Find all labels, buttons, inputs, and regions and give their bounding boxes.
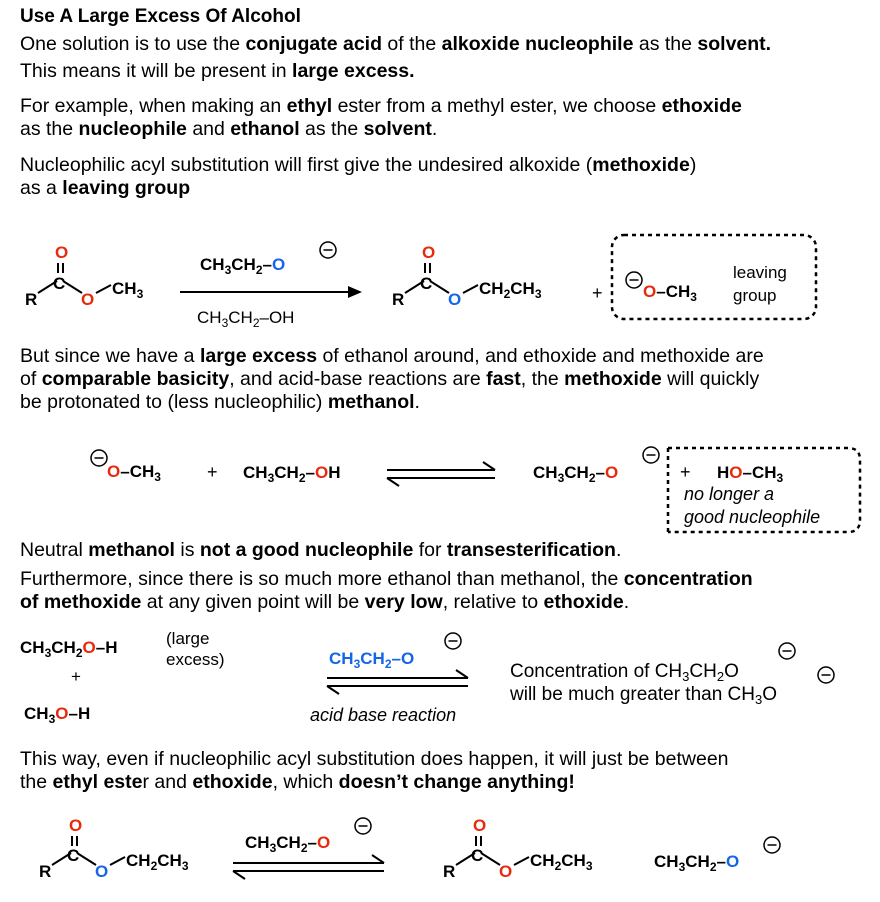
- ethyl-ester-reactant: O C R O CH2CH3: [39, 816, 189, 881]
- svg-text:C: C: [67, 846, 79, 865]
- svg-text:R: R: [443, 862, 455, 881]
- reaction-arrow-1: [180, 286, 362, 298]
- equilibrium-arrows-3: [232, 854, 385, 880]
- svg-text:CH3CH2–O: CH3CH2–O: [329, 649, 414, 671]
- paragraph-substitution: Nucleophilic acyl substitution will firs…: [20, 154, 697, 199]
- svg-text:will be much greater than CH3O: will be much greater than CH3O: [509, 684, 777, 707]
- large-label: (large: [166, 629, 209, 648]
- svg-text:O: O: [422, 243, 435, 262]
- svg-text:O: O: [69, 816, 82, 835]
- svg-text:R: R: [39, 862, 51, 881]
- plus-sign-3: +: [71, 667, 81, 686]
- svg-text:O: O: [473, 816, 486, 835]
- paragraph-conclusion: This way, even if nucleophilic acyl subs…: [20, 748, 729, 793]
- paragraph-example: For example, when making an ethyl ester …: [20, 95, 742, 140]
- ethoxide-product: CH3CH2–O: [533, 446, 660, 485]
- svg-text:group: group: [733, 286, 776, 305]
- paragraph-protonation: But since we have a large excess of etha…: [20, 345, 764, 413]
- ethoxide-product-2: CH3CH2–O: [654, 836, 781, 874]
- svg-text:C: C: [53, 274, 65, 293]
- ethanol-large-excess: CH3CH2O–H: [20, 638, 117, 660]
- ethanol-reactant: CH3CH2–OH: [243, 463, 340, 485]
- svg-text:CH2CH3: CH2CH3: [126, 851, 189, 873]
- ethoxide-reagent-2: CH3CH2–O: [245, 817, 372, 855]
- svg-text:good nucleophile: good nucleophile: [684, 507, 820, 527]
- svg-text:CH3: CH3: [112, 279, 144, 301]
- plus-sign: +: [592, 283, 603, 303]
- svg-text:O–CH3: O–CH3: [643, 282, 697, 304]
- methyl-ester-structure: O C R O CH3: [25, 243, 144, 309]
- paragraph-neutral-methanol: Neutral methanol is not a good nucleophi…: [20, 539, 622, 561]
- svg-text:CH3CH2–O: CH3CH2–O: [200, 255, 285, 277]
- leaving-group-box: O–CH3 leaving group: [610, 233, 818, 321]
- svg-text:HO–CH3: HO–CH3: [717, 463, 784, 485]
- svg-text:Concentration of CH3CH2O: Concentration of CH3CH2O: [510, 661, 739, 684]
- plus-sign-2: +: [207, 462, 218, 482]
- ethoxide-catalyst: CH3CH2–O: [329, 632, 462, 671]
- svg-text:C: C: [420, 274, 432, 293]
- equilibrium-arrows-2: [326, 669, 469, 695]
- ethoxide-reagent: CH3CH2–O: [200, 241, 337, 277]
- svg-text:C: C: [471, 846, 483, 865]
- svg-text:leaving: leaving: [733, 263, 787, 282]
- paragraph-intro: One solution is to use the conjugate aci…: [20, 33, 772, 55]
- svg-text:+: +: [680, 462, 691, 482]
- svg-text:O: O: [448, 290, 461, 309]
- svg-text:no longer a: no longer a: [684, 484, 774, 504]
- ethyl-ester-product: O C R O CH2CH3: [392, 243, 542, 309]
- concentration-note: Concentration of CH3CH2O will be much gr…: [509, 642, 835, 707]
- paragraph-excess: This means it will be present in large e…: [20, 60, 415, 82]
- svg-text:CH3CH2–O: CH3CH2–O: [654, 852, 739, 874]
- svg-text:R: R: [392, 290, 404, 309]
- svg-text:O–CH3: O–CH3: [107, 462, 161, 484]
- svg-text:O: O: [95, 862, 108, 881]
- methanol-trace: CH3O–H: [24, 704, 90, 726]
- ethanol-solvent: CH3CH2–OH: [197, 308, 294, 330]
- svg-text:O: O: [81, 290, 94, 309]
- methanol-box: + HO–CH3 no longer a good nucleophile: [666, 446, 862, 534]
- ethyl-ester-product-2: O C R O CH2CH3: [443, 816, 593, 881]
- svg-text:O: O: [499, 862, 512, 881]
- methoxide-reactant: O–CH3: [90, 449, 161, 484]
- section-heading: Use A Large Excess Of Alcohol: [20, 6, 301, 27]
- excess-label: excess): [166, 650, 225, 669]
- svg-text:CH3CH2–O: CH3CH2–O: [533, 463, 618, 485]
- svg-text:CH2CH3: CH2CH3: [530, 851, 593, 873]
- svg-text:CH2CH3: CH2CH3: [479, 279, 542, 301]
- svg-text:CH3CH2–O: CH3CH2–O: [245, 833, 330, 855]
- equilibrium-arrows-1: [386, 461, 496, 487]
- svg-text:R: R: [25, 290, 37, 309]
- acid-base-label: acid base reaction: [310, 705, 456, 725]
- paragraph-concentration: Furthermore, since there is so much more…: [20, 568, 753, 613]
- svg-text:O: O: [55, 243, 68, 262]
